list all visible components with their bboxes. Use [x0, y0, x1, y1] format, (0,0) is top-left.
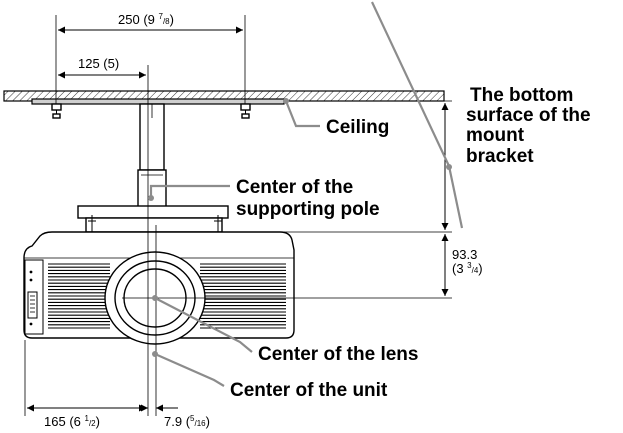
leader-lines: [148, 1, 464, 387]
bracket-bolt-right: [240, 103, 251, 119]
pole-callout-line-1: Center of the: [236, 177, 353, 198]
bracket-callout-line-3: mount: [466, 125, 525, 146]
bracket-callout-line-4: bracket: [466, 146, 534, 167]
vent-grilles: [48, 263, 286, 329]
lens-callout: Center of the lens: [258, 344, 418, 365]
supporting-pole: [137, 103, 167, 211]
dimension-lines: [27, 26, 449, 412]
center-offset-label: 7.9 (5/16): [164, 414, 210, 429]
bracket-callout-line-2: surface of the: [466, 105, 591, 126]
extension-lines: [24, 15, 452, 416]
mount-bracket: [77, 205, 229, 236]
width-top-label: 250 (9 7/8): [118, 12, 174, 27]
height-label-inch: (3 3/4): [452, 261, 483, 276]
bracket-callout-line-1: The bottom: [470, 85, 573, 106]
height-label-value: 93.3: [452, 247, 477, 262]
bracket-bolt-left: [51, 103, 62, 119]
ceiling-plate: [3, 90, 445, 105]
ceiling-callout: Ceiling: [326, 117, 389, 138]
half-width-label: 125 (5): [78, 56, 119, 71]
pole-callout-line-2: supporting pole: [236, 199, 380, 220]
unit-callout: Center of the unit: [230, 380, 388, 401]
left-offset-label: 165 (6 1/2): [44, 414, 100, 429]
